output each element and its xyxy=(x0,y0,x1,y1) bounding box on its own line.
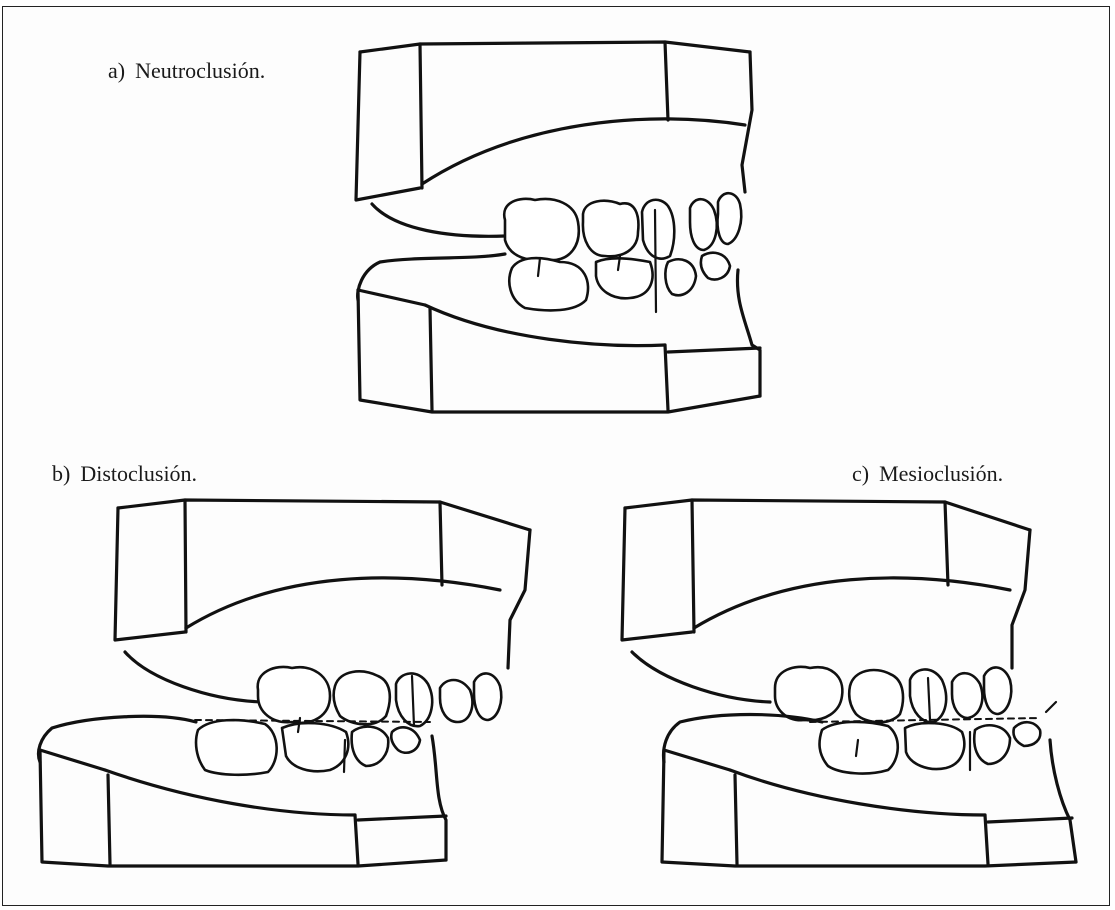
model-neutroclusion xyxy=(356,42,760,412)
model-mesioclusion xyxy=(622,500,1076,866)
teeth-b xyxy=(195,667,501,775)
model-distoclusion xyxy=(39,500,531,866)
upper-cast-b xyxy=(115,500,530,702)
teeth-a xyxy=(504,193,741,312)
